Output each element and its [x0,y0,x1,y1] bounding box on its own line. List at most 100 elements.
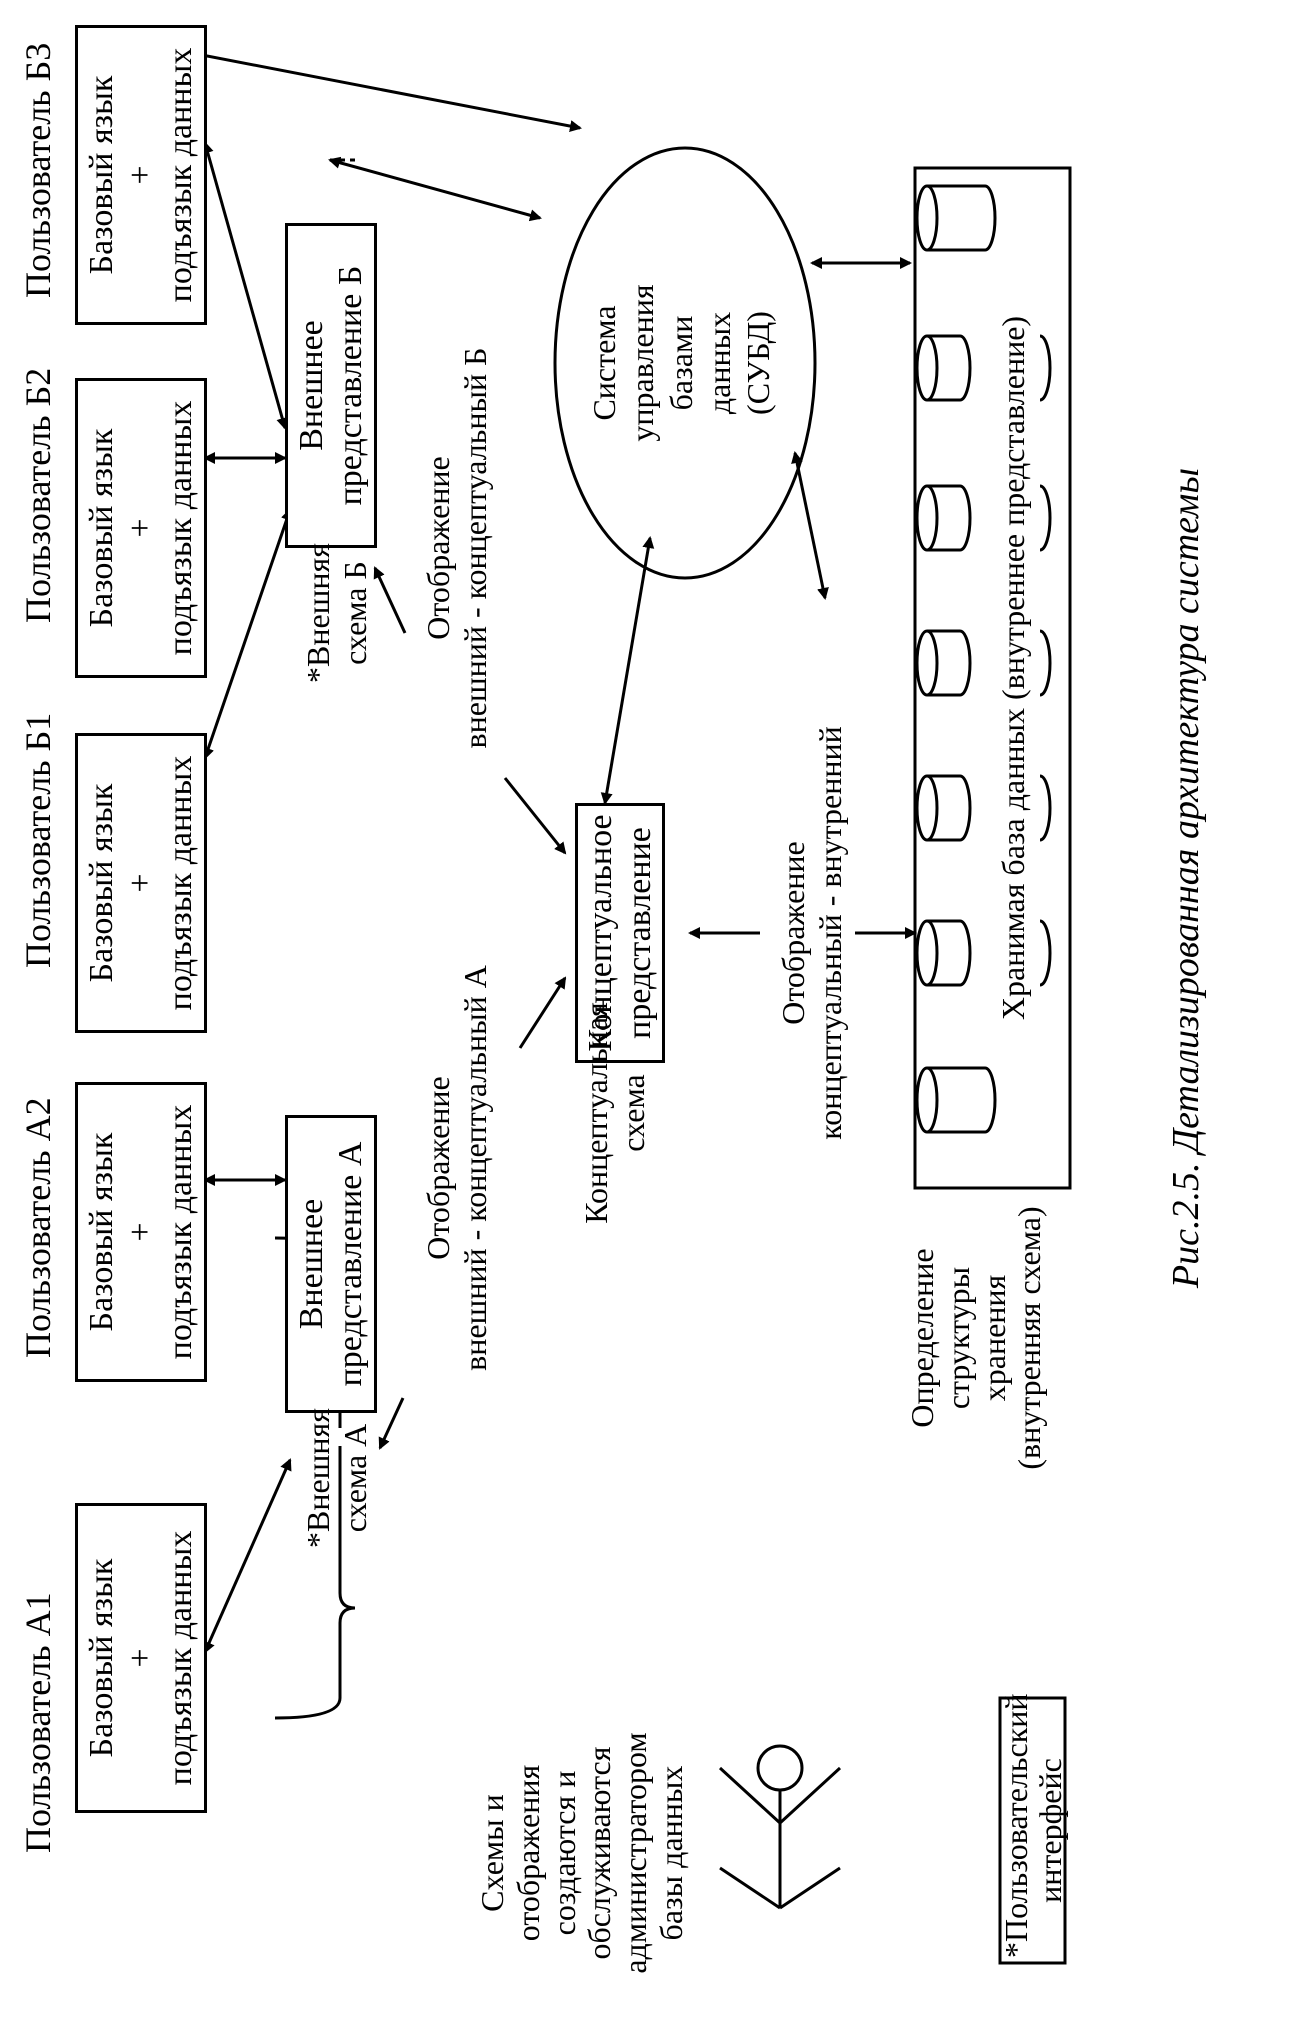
conceptual-schema-line1: Концептуальная [578,1002,614,1224]
dbms-line1: Система [586,305,622,421]
figure-caption: Рис.2.5. Детализированная архитектура си… [1165,467,1207,1289]
ui-note-label: *Пользовательский интерфейс [998,1693,1068,1958]
user-b3-lang2: подъязык данных [161,47,199,303]
dbms-line4: данных [701,311,738,415]
mapping-a-label: Отображение внешний - концептуальный А [420,918,494,1418]
user-b3-lang-box: Базовый язык + подъязык данных [75,25,207,325]
user-a1-label: Пользователь А1 [18,1592,58,1853]
user-b3-plus: + [122,165,160,185]
arrow-conc-dbms [600,536,655,805]
admin-note-line2: отображения [509,1764,546,1942]
user-a1-plus: + [122,1648,160,1668]
mapping-b-line1: Отображение [420,456,456,640]
user-a2-lang1: Базовый язык [83,1132,121,1332]
stored-db-frame [913,166,1072,1190]
user-b2-lang1: Базовый язык [83,428,121,628]
arrow-map-b-conc [503,777,567,855]
stored-db-label: Хранимая база данных (внутреннее предста… [995,315,1031,1021]
mapping-ci-line1: Отображение [775,841,811,1025]
external-schema-b-line2: схема Б [336,561,373,665]
arrow-b3-ext-b [201,141,289,430]
storage-cylinder-icon [915,334,1052,402]
dbms-line2: управления [624,284,661,442]
arrow-map-a-ext [378,1397,405,1450]
external-view-a-line1: Внешнее [292,1198,330,1330]
conceptual-schema-label: Концептуальная схема [578,993,652,1233]
external-view-a-line2: представление А [332,1141,369,1387]
external-view-b-box: Внешнее представление Б [285,223,377,548]
ui-note-line2: интерфейс [1031,1758,1068,1903]
storage-cylinder-icon [915,629,1052,697]
mapping-ci-line2: концептуальный - внутренний [811,726,848,1140]
user-b2-lang2: подъязык данных [161,400,199,656]
arrow-map-b-ext [373,566,407,634]
ui-note-line1: *Пользовательский [998,1693,1034,1958]
admin-leg2-icon [779,1866,841,1910]
admin-note-line4: обслуживаются [581,1746,618,1960]
admin-note-line6: базы данных [653,1765,690,1941]
storage-def-line4: (внутренняя схема) [1011,1206,1048,1470]
storage-cylinders [915,184,1052,1134]
arrow-dbms-map-ci [791,451,829,600]
admin-note-line1: Схемы и [474,1794,510,1912]
mapping-b-line2: внешний - концептуальный Б [456,347,493,749]
storage-cylinder-icon [915,1066,997,1134]
external-schema-b-line1: *Внешняя [300,543,336,683]
external-schema-a-line1: *Внешняя [300,1408,336,1548]
admin-arm1-icon [718,1766,782,1825]
user-b2-lang-box: Базовый язык + подъязык данных [75,378,207,678]
user-a2-lang2: подъязык данных [161,1104,199,1360]
storage-cylinder-icon [915,919,1052,987]
conceptual-schema-line2: схема [614,1074,651,1152]
user-a1-lang2: подъязык данных [161,1530,199,1786]
storage-def-line3: хранения [975,1274,1012,1402]
external-schema-b: *Внешняя схема Б [300,543,374,683]
mapping-a-line2: внешний - концептуальный А [456,965,493,1371]
storage-def-label: Определение структуры хранения (внутренн… [904,1198,1048,1478]
arrow-b1-ext-b [202,508,293,760]
admin-note-line5: администратором [617,1732,654,1974]
storage-cylinder-icon [915,184,997,252]
arrow-dbms-ext-b [328,156,542,222]
arrow-map-a-conc [518,976,567,1049]
arrow-a1-ext-a [203,1458,292,1654]
user-a2-label: Пользователь А2 [18,1097,58,1358]
user-a2-lang-box: Базовый язык + подъязык данных [75,1082,207,1382]
ui-note-frame [998,1696,1067,1965]
dbms-line5: (СУБД) [739,311,776,415]
admin-leg1-icon [719,1866,781,1910]
dbms-circle [553,146,817,580]
user-a1-lang-box: Базовый язык + подъязык данных [75,1503,207,1813]
storage-cylinder-icon [915,774,1052,842]
mapping-ci-label: Отображение концептуальный - внутренний [775,708,849,1158]
user-b1-lang1: Базовый язык [83,783,121,983]
user-b2-plus: + [122,518,160,538]
user-a1-lang1: Базовый язык [83,1558,121,1758]
storage-def-line1: Определение [904,1248,940,1428]
user-b1-plus: + [122,873,160,893]
external-view-b-line2: представление Б [332,265,369,506]
arrow-dbms-b3 [138,39,582,132]
external-schema-a-line2: схема А [336,1423,373,1533]
external-view-b-line1: Внешнее [292,320,330,451]
admin-note-line3: создаются и [545,1770,582,1936]
admin-arm2-icon [778,1766,842,1825]
user-b3-lang1: Базовый язык [83,75,121,275]
user-b3-label: Пользователь Б3 [18,42,58,298]
external-schema-a: *Внешняя схема А [300,1408,374,1548]
dbms-line3: базами [662,315,699,411]
admin-note: Схемы и отображения создаются и обслужив… [474,1698,690,2008]
user-b1-lang2: подъязык данных [161,755,199,1011]
dbms-label: Система управления базами данных (СУБД) [585,248,777,478]
user-a2-plus: + [122,1222,160,1242]
user-b1-label: Пользователь Б1 [18,712,58,968]
user-b2-label: Пользователь Б2 [18,367,58,623]
admin-head-icon [756,1744,804,1792]
storage-cylinder-icon [915,484,1052,552]
storage-def-line2: структуры [939,1266,976,1410]
user-b1-lang-box: Базовый язык + подъязык данных [75,733,207,1033]
external-view-a-box: Внешнее представление А [285,1115,377,1413]
